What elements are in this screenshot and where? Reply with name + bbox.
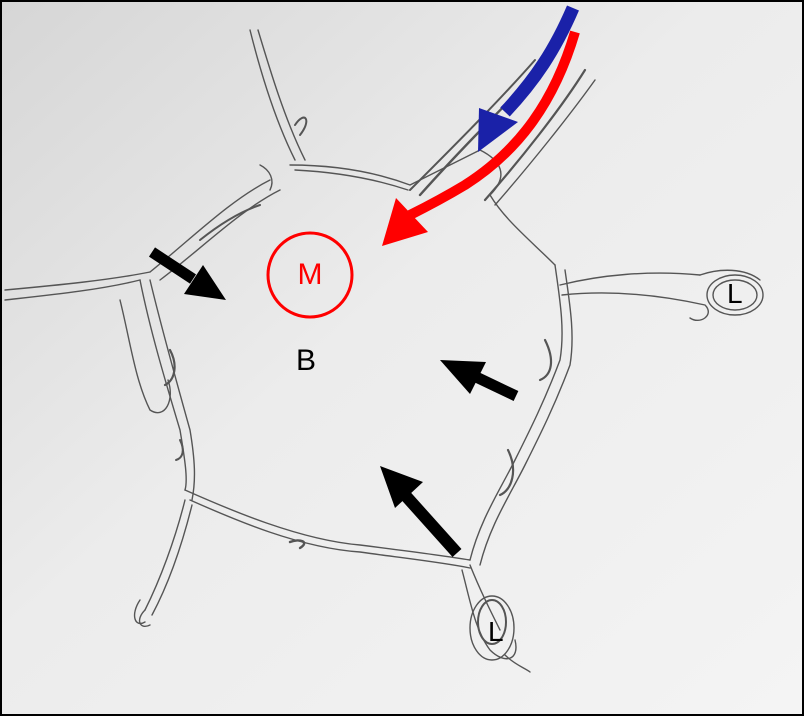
label-m: M xyxy=(268,233,352,317)
label-l-bottom: L xyxy=(488,618,504,646)
label-b: B xyxy=(296,346,316,376)
label-l-right: L xyxy=(727,280,743,308)
